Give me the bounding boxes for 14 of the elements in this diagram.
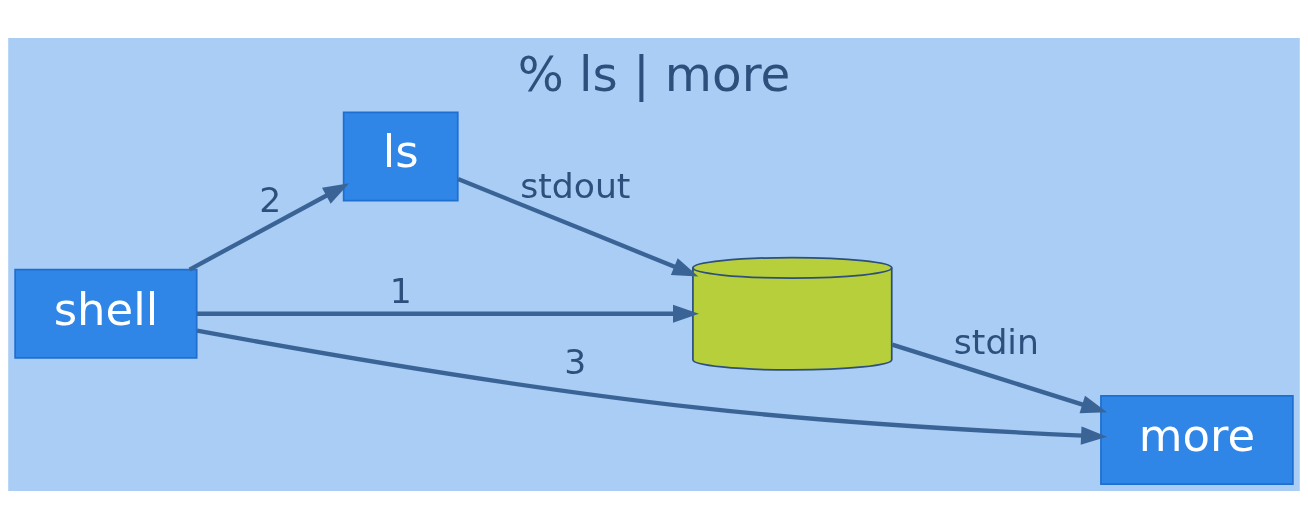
node-box: ls: [342, 111, 459, 201]
edge-label: stdin: [953, 321, 1039, 362]
edge-label: 3: [564, 341, 587, 382]
arrow: [196, 328, 1108, 445]
node-box: more: [1100, 394, 1294, 485]
arrow: [188, 182, 350, 271]
arrow: [457, 176, 699, 276]
diagram-title: % ls | more: [517, 45, 791, 102]
node-box: shell: [14, 268, 198, 359]
edge-label: 1: [389, 270, 412, 311]
arrow: [891, 342, 1108, 413]
edge-label: 2: [259, 179, 282, 220]
edge-label: stdout: [520, 165, 631, 206]
arrow: [196, 304, 699, 323]
